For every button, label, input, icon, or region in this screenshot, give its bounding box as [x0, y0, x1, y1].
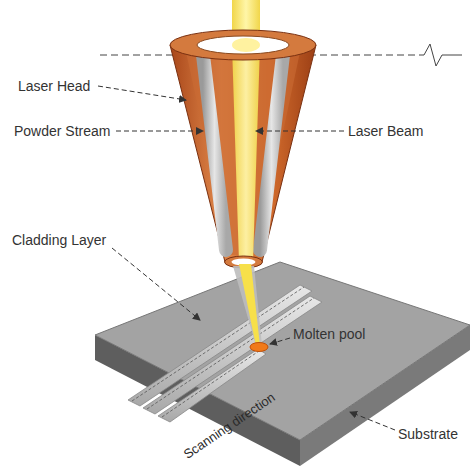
- substrate: [95, 262, 470, 466]
- substrate-label: Substrate: [398, 426, 458, 442]
- head-label: Laser Head: [18, 78, 90, 94]
- laser-beam: [239, 264, 260, 346]
- cladding-tracks: [128, 285, 322, 422]
- powder-label: Powder Stream: [14, 123, 110, 139]
- pool-label: Molten pool: [293, 326, 365, 342]
- laser-head: [170, 30, 316, 268]
- beam-label: Laser Beam: [348, 123, 423, 139]
- cladding-label: Cladding Layer: [12, 232, 106, 248]
- molten-pool: [250, 343, 268, 352]
